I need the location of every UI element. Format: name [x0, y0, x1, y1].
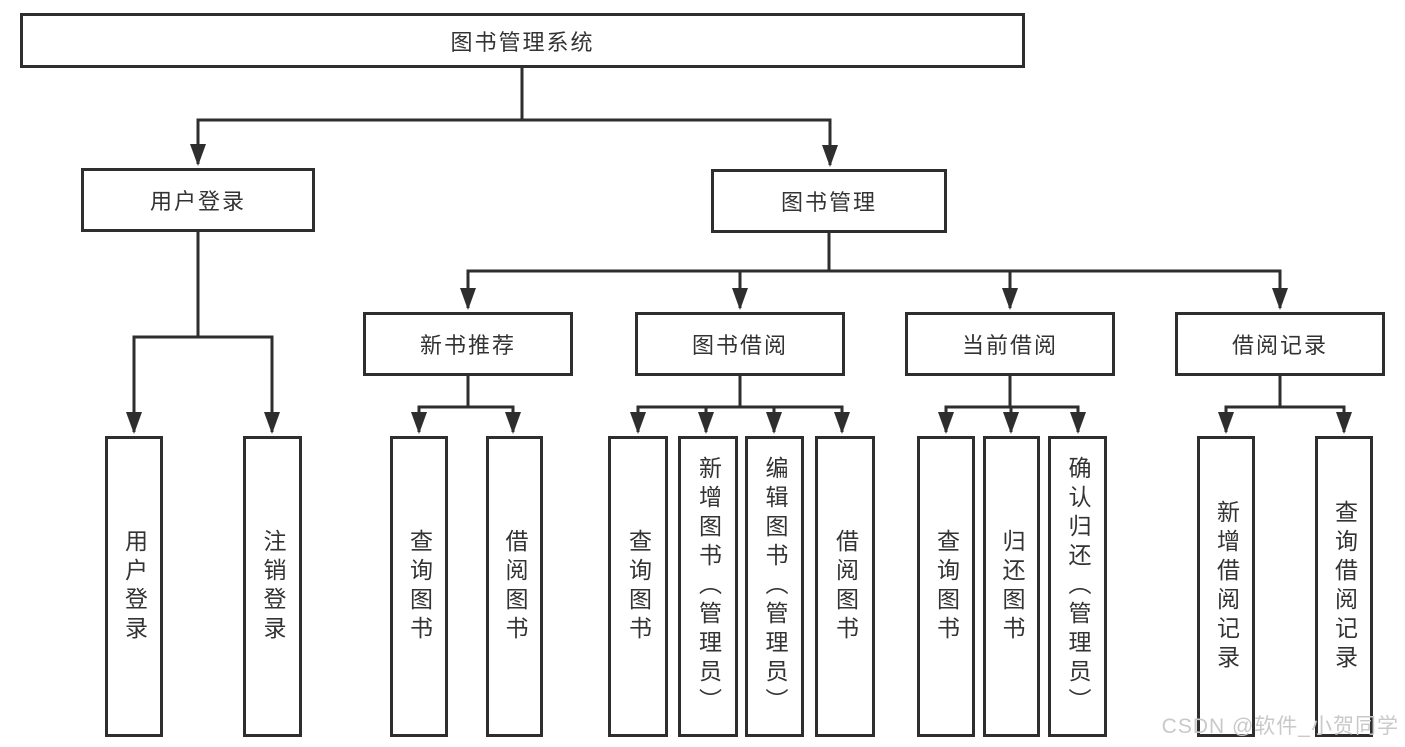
node-user-login: 用户登录 — [81, 168, 315, 232]
node-leaf-bb-borrow-books: 借阅图书 — [815, 436, 875, 737]
node-leaf-nb-borrow-books: 借阅图书 — [486, 436, 543, 737]
node-leaf-rec-query-record: 查询借阅记录 — [1315, 436, 1373, 737]
wire-book-mgmt-to-level3 — [460, 233, 1288, 310]
wire-new-books-children — [411, 376, 521, 434]
wire-root-to-level2 — [190, 66, 838, 167]
node-leaf-bb-edit-books-admin: 编辑图书（管理员） — [745, 436, 804, 737]
node-leaf-rec-add-record-label: 新增借阅记录 — [1213, 499, 1240, 674]
wire-current-borrow-children — [938, 376, 1086, 434]
node-leaf-bb-query-books-label: 查询图书 — [625, 528, 652, 645]
node-new-book-recommend: 新书推荐 — [363, 312, 573, 376]
node-leaf-nb-query-books-label: 查询图书 — [406, 528, 433, 645]
node-leaf-user-login: 用户登录 — [105, 436, 163, 737]
node-current-borrow-label: 当前借阅 — [961, 333, 1058, 358]
wire-book-borrow-children — [630, 376, 850, 434]
node-leaf-cb-confirm-return-admin: 确认归还（管理员） — [1048, 436, 1107, 737]
node-new-book-recommend-label: 新书推荐 — [419, 333, 516, 358]
node-borrow-records: 借阅记录 — [1175, 312, 1385, 376]
node-book-management-label: 图书管理 — [780, 190, 877, 215]
wire-borrow-records-children — [1218, 376, 1352, 434]
node-leaf-logout-label: 注销登录 — [260, 528, 286, 645]
node-leaf-logout: 注销登录 — [243, 436, 302, 737]
node-book-borrow: 图书借阅 — [635, 312, 845, 376]
node-current-borrow: 当前借阅 — [905, 312, 1115, 376]
node-leaf-cb-confirm-return-admin-label: 确认归还（管理员） — [1065, 456, 1091, 717]
node-leaf-cb-return-books: 归还图书 — [983, 436, 1040, 737]
node-root-label: 图书管理系统 — [450, 29, 595, 55]
node-leaf-cb-return-books-label: 归还图书 — [999, 528, 1025, 645]
node-leaf-nb-borrow-books-label: 借阅图书 — [502, 528, 528, 645]
node-leaf-bb-borrow-books-label: 借阅图书 — [832, 528, 859, 645]
node-leaf-user-login-label: 用户登录 — [121, 528, 148, 645]
node-leaf-cb-query-books-label: 查询图书 — [933, 528, 960, 645]
node-leaf-bb-add-books-admin-label: 新增图书（管理员） — [695, 456, 722, 717]
node-book-borrow-label: 图书借阅 — [691, 333, 788, 358]
node-leaf-cb-query-books: 查询图书 — [917, 436, 975, 737]
csdn-watermark: CSDN @软件_小贺同学 — [1161, 715, 1399, 738]
wire-user-login-children — [126, 232, 280, 434]
node-root: 图书管理系统 — [20, 13, 1025, 68]
node-book-management: 图书管理 — [711, 169, 947, 233]
node-leaf-bb-query-books: 查询图书 — [608, 436, 668, 737]
node-leaf-bb-edit-books-admin-label: 编辑图书（管理员） — [762, 456, 788, 717]
node-leaf-bb-add-books-admin: 新增图书（管理员） — [678, 436, 738, 737]
node-borrow-records-label: 借阅记录 — [1231, 333, 1328, 358]
node-leaf-rec-add-record: 新增借阅记录 — [1197, 436, 1255, 737]
node-leaf-rec-query-record-label: 查询借阅记录 — [1331, 499, 1358, 674]
node-leaf-nb-query-books: 查询图书 — [390, 436, 448, 737]
node-user-login-label: 用户登录 — [149, 189, 246, 214]
